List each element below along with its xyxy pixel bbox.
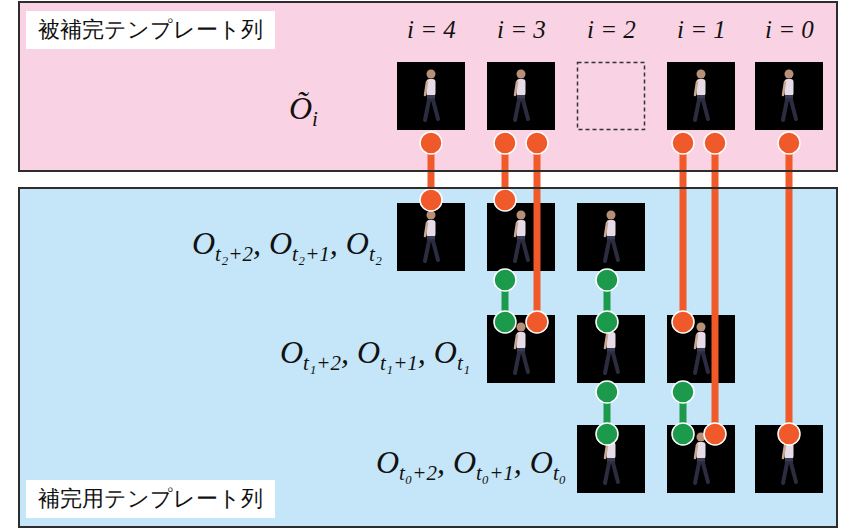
index-label: i = 0 bbox=[765, 16, 814, 44]
green-dots bbox=[494, 269, 694, 445]
math-symbol: O bbox=[376, 444, 399, 481]
green-links bbox=[505, 280, 683, 434]
panel-heading: 被補完テンプレート列 bbox=[26, 11, 275, 49]
sequence-label: Ot₁+2,Ot₁+1,Ot₁ bbox=[280, 334, 470, 371]
subscript: t₂+2 bbox=[215, 242, 253, 267]
subscript: t₁+2 bbox=[303, 351, 341, 376]
separator: , bbox=[418, 334, 426, 371]
math-symbol: O bbox=[280, 334, 303, 371]
math-symbol: i = 3 bbox=[497, 16, 546, 44]
separator: , bbox=[437, 444, 445, 481]
math-symbol: Õ bbox=[289, 90, 312, 127]
math-symbol: O bbox=[434, 334, 457, 371]
math-symbol: i = 2 bbox=[587, 16, 636, 44]
subscript: t₀ bbox=[553, 461, 566, 486]
subscript: i bbox=[312, 107, 318, 132]
math-symbol: O bbox=[346, 225, 369, 262]
subscript: t₂+1 bbox=[292, 242, 330, 267]
subscript: t₂ bbox=[369, 242, 382, 267]
math-symbol: O bbox=[192, 225, 215, 262]
separator: , bbox=[341, 334, 349, 371]
math-symbol: O bbox=[357, 334, 380, 371]
math-symbol: i = 1 bbox=[677, 16, 726, 44]
subscript: t₁ bbox=[457, 351, 470, 376]
panel-fill bbox=[18, 1, 838, 172]
panel-heading: 補完用テンプレート列 bbox=[26, 480, 275, 518]
orange-dots bbox=[420, 132, 800, 445]
sequence-label: Ot₀+2,Ot₀+1,Ot₀ bbox=[376, 444, 566, 481]
separator: , bbox=[253, 225, 261, 262]
index-label: i = 1 bbox=[677, 16, 726, 44]
math-symbol: O bbox=[530, 444, 553, 481]
math-symbol: i = 0 bbox=[765, 16, 814, 44]
separator: , bbox=[514, 444, 522, 481]
sequence-label: Õi bbox=[289, 90, 318, 127]
math-symbol: i = 4 bbox=[407, 16, 456, 44]
math-symbol: O bbox=[269, 225, 292, 262]
template-thumbnails bbox=[397, 62, 823, 493]
index-label: i = 2 bbox=[587, 16, 636, 44]
subscript: t₁+1 bbox=[380, 351, 418, 376]
index-label: i = 4 bbox=[407, 16, 456, 44]
index-label: i = 3 bbox=[497, 16, 546, 44]
separator: , bbox=[330, 225, 338, 262]
sequence-label: Ot₂+2,Ot₂+1,Ot₂ bbox=[192, 225, 382, 262]
subscript: t₀+1 bbox=[476, 461, 514, 486]
subscript: t₀+2 bbox=[399, 461, 437, 486]
missing-template bbox=[578, 63, 645, 130]
math-symbol: O bbox=[453, 444, 476, 481]
